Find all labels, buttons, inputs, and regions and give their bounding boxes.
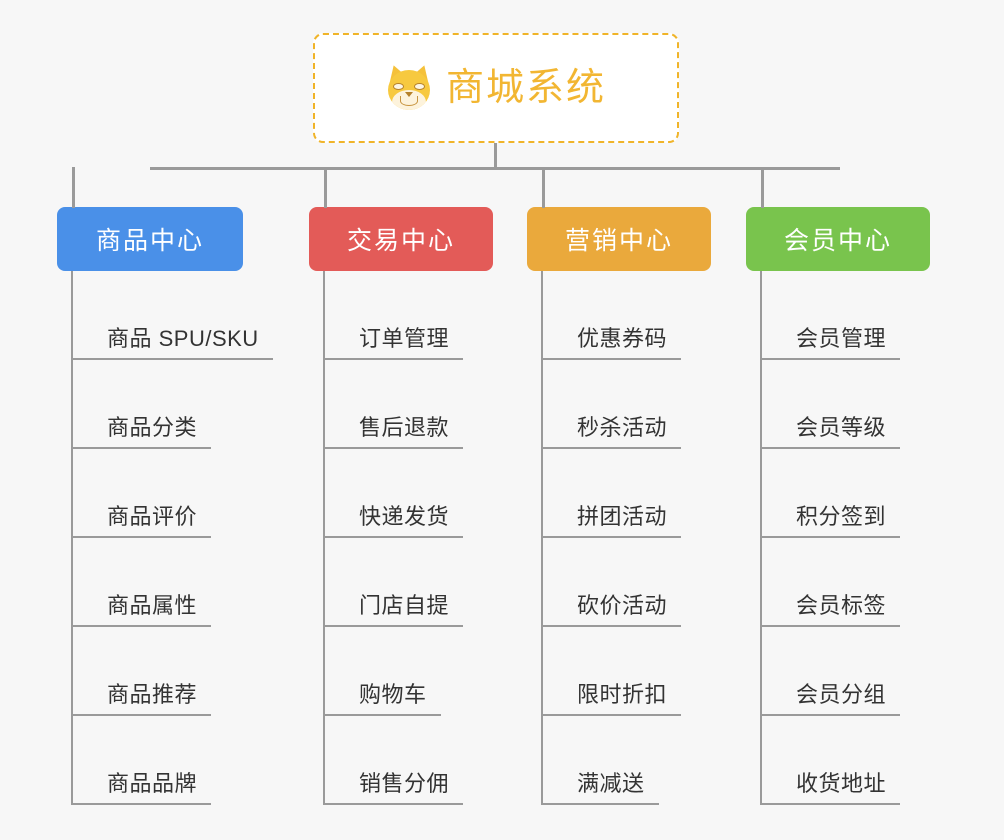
leaf-item[interactable]: 商品 SPU/SKU bbox=[71, 271, 273, 360]
category-label: 会员中心 bbox=[783, 227, 892, 255]
leaf-underline: 积分签到 bbox=[760, 503, 901, 538]
leaf-item[interactable]: 优惠券码 bbox=[541, 271, 682, 360]
leaf-label: 快递发货 bbox=[359, 503, 450, 529]
leaf-underline: 限时折扣 bbox=[541, 681, 682, 716]
leaf-item[interactable]: 拼团活动 bbox=[541, 449, 682, 538]
leaf-label: 会员标签 bbox=[796, 592, 887, 618]
leaf-label: 优惠券码 bbox=[577, 325, 668, 351]
leaf-underline: 快递发货 bbox=[323, 503, 464, 538]
branch-drop-connector-3 bbox=[542, 167, 545, 208]
leaf-label: 会员管理 bbox=[796, 325, 887, 351]
category-label: 交易中心 bbox=[346, 227, 455, 255]
leaf-underline: 砍价活动 bbox=[541, 592, 682, 627]
category-card-[interactable]: 营销中心 bbox=[527, 207, 711, 271]
leaf-label: 会员分组 bbox=[796, 681, 887, 707]
root-stem-connector bbox=[494, 143, 497, 169]
leaf-underline: 门店自提 bbox=[323, 592, 464, 627]
dog-eye-left-icon bbox=[392, 83, 404, 90]
leaf-label: 商品分类 bbox=[107, 414, 198, 440]
leaf-underline: 会员管理 bbox=[760, 325, 901, 360]
leaf-label: 商品评价 bbox=[107, 503, 198, 529]
category-label: 商品中心 bbox=[95, 227, 204, 255]
leaf-underline: 商品评价 bbox=[71, 503, 212, 538]
leaf-underline: 会员分组 bbox=[760, 681, 901, 716]
leaf-underline: 优惠券码 bbox=[541, 325, 682, 360]
leaf-label: 拼团活动 bbox=[577, 503, 668, 529]
root-node[interactable]: 商城系统 bbox=[313, 33, 679, 143]
dog-eye-right-icon bbox=[413, 83, 425, 90]
branch-spine bbox=[541, 271, 543, 805]
leaf-label: 销售分佣 bbox=[359, 770, 450, 796]
leaf-item[interactable]: 销售分佣 bbox=[323, 716, 464, 805]
leaf-label: 商品属性 bbox=[107, 592, 198, 618]
leaf-label: 秒杀活动 bbox=[577, 414, 668, 440]
leaf-underline: 会员等级 bbox=[760, 414, 901, 449]
dog-smile-icon bbox=[399, 96, 418, 106]
leaf-underline: 商品分类 bbox=[71, 414, 212, 449]
leaf-underline: 商品 SPU/SKU bbox=[71, 325, 273, 360]
bus-bar-connector bbox=[150, 167, 840, 170]
dog-head-icon bbox=[387, 70, 430, 110]
leaf-item[interactable]: 订单管理 bbox=[323, 271, 464, 360]
leaf-item[interactable]: 会员等级 bbox=[760, 360, 901, 449]
leaf-underline: 会员标签 bbox=[760, 592, 901, 627]
leaf-label: 商品 SPU/SKU bbox=[107, 325, 259, 351]
leaf-underline: 拼团活动 bbox=[541, 503, 682, 538]
leaf-underline: 满减送 bbox=[541, 770, 659, 805]
leaf-item[interactable]: 商品分类 bbox=[71, 360, 212, 449]
leaf-underline: 商品推荐 bbox=[71, 681, 212, 716]
leaf-item[interactable]: 售后退款 bbox=[323, 360, 464, 449]
dog-nose-icon bbox=[404, 92, 413, 97]
leaf-label: 门店自提 bbox=[359, 592, 450, 618]
branch-drop-connector-1 bbox=[72, 167, 75, 208]
leaf-label: 收货地址 bbox=[796, 770, 887, 796]
leaf-item[interactable]: 门店自提 bbox=[323, 538, 464, 627]
leaf-label: 满减送 bbox=[577, 770, 645, 796]
leaf-item[interactable]: 购物车 bbox=[323, 627, 441, 716]
shiba-dog-icon bbox=[385, 62, 433, 111]
leaf-underline: 收货地址 bbox=[760, 770, 901, 805]
leaf-label: 商品品牌 bbox=[107, 770, 198, 796]
leaf-label: 会员等级 bbox=[796, 414, 887, 440]
leaf-item[interactable]: 商品推荐 bbox=[71, 627, 212, 716]
leaf-label: 砍价活动 bbox=[577, 592, 668, 618]
leaf-underline: 秒杀活动 bbox=[541, 414, 682, 449]
leaf-item[interactable]: 限时折扣 bbox=[541, 627, 682, 716]
leaf-underline: 商品属性 bbox=[71, 592, 212, 627]
leaf-item[interactable]: 会员分组 bbox=[760, 627, 901, 716]
leaf-label: 积分签到 bbox=[796, 503, 887, 529]
leaf-label: 订单管理 bbox=[359, 325, 450, 351]
leaf-label: 商品推荐 bbox=[107, 681, 198, 707]
branch-drop-connector-4 bbox=[761, 167, 764, 208]
category-card-[interactable]: 商品中心 bbox=[57, 207, 243, 271]
leaf-item[interactable]: 快递发货 bbox=[323, 449, 464, 538]
branch-spine bbox=[71, 271, 73, 805]
leaf-item[interactable]: 砍价活动 bbox=[541, 538, 682, 627]
branch-spine bbox=[760, 271, 762, 805]
leaf-label: 售后退款 bbox=[359, 414, 450, 440]
leaf-underline: 销售分佣 bbox=[323, 770, 464, 805]
leaf-item[interactable]: 商品属性 bbox=[71, 538, 212, 627]
leaf-item[interactable]: 满减送 bbox=[541, 716, 659, 805]
branch-drop-connector-2 bbox=[324, 167, 327, 208]
category-card-[interactable]: 交易中心 bbox=[309, 207, 493, 271]
category-card-[interactable]: 会员中心 bbox=[746, 207, 930, 271]
leaf-item[interactable]: 商品品牌 bbox=[71, 716, 212, 805]
leaf-underline: 商品品牌 bbox=[71, 770, 212, 805]
leaf-label: 购物车 bbox=[359, 681, 427, 707]
branch-spine bbox=[323, 271, 325, 805]
leaf-underline: 购物车 bbox=[323, 681, 441, 716]
leaf-item[interactable]: 收货地址 bbox=[760, 716, 901, 805]
leaf-item[interactable]: 积分签到 bbox=[760, 449, 901, 538]
leaf-item[interactable]: 商品评价 bbox=[71, 449, 212, 538]
leaf-label: 限时折扣 bbox=[577, 681, 668, 707]
leaf-item[interactable]: 会员管理 bbox=[760, 271, 901, 360]
category-label: 营销中心 bbox=[564, 227, 673, 255]
leaf-underline: 订单管理 bbox=[323, 325, 464, 360]
root-title: 商城系统 bbox=[445, 67, 606, 109]
leaf-item[interactable]: 会员标签 bbox=[760, 538, 901, 627]
leaf-item[interactable]: 秒杀活动 bbox=[541, 360, 682, 449]
leaf-underline: 售后退款 bbox=[323, 414, 464, 449]
